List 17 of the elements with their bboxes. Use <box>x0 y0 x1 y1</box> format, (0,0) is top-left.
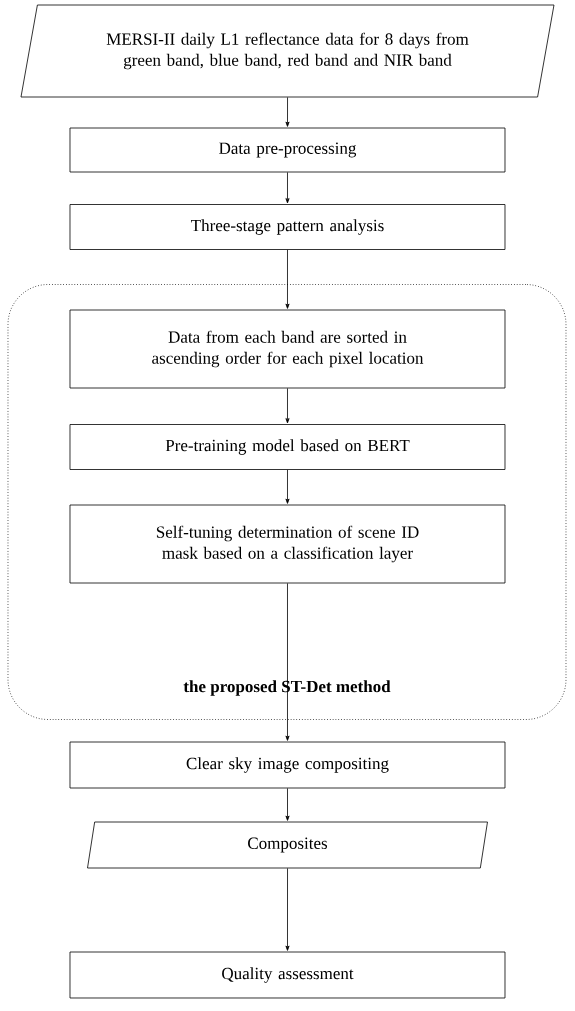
process-box: Data from each band are sorted in ascending order for each pixel location <box>69 309 506 389</box>
process-box: Pre-training model based on BERT <box>69 424 506 470</box>
data-parallelogram: Composites <box>87 821 488 869</box>
arrow <box>285 469 290 504</box>
process-box: Quality assessment <box>69 951 506 999</box>
data-parallelogram: MERSI-II daily L1 reflectance data for 8 days from green band, blue band, red band and NIR band <box>20 4 555 98</box>
process-box: Self-tuning determination of scene ID mask based on a classification layer <box>69 504 506 584</box>
arrow <box>285 788 290 821</box>
arrow <box>285 388 290 424</box>
arrow <box>285 249 290 309</box>
arrow <box>285 583 290 741</box>
process-box: Three-stage pattern analysis <box>69 204 506 250</box>
arrow <box>285 868 290 951</box>
arrow <box>285 97 290 127</box>
arrow <box>285 172 290 204</box>
process-box: Data pre-processing <box>69 127 506 173</box>
process-box: Clear sky image compositing <box>69 741 506 789</box>
